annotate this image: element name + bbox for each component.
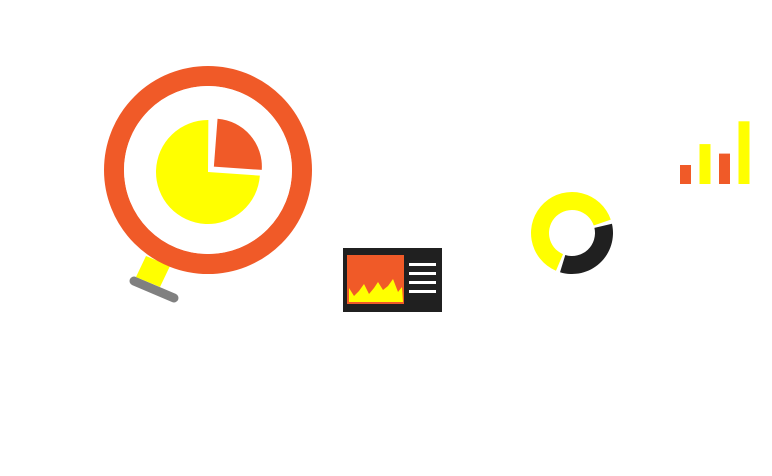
bar [699,144,711,184]
bar [680,165,691,184]
magnifier-grip [129,276,179,303]
pie-slice [213,118,262,170]
donut-segment [560,223,613,274]
bar-chart-icon [680,121,750,184]
bar [719,153,730,184]
monitor-area-chart [349,279,403,302]
monitor-text-line [409,272,436,275]
magnifier-pie-chart-icon [104,66,312,303]
monitor-text-line [409,281,436,284]
bar [738,121,750,184]
magnifier-handle [136,256,170,287]
monitor-dashboard-icon [343,248,442,312]
magnifier-ring [104,66,312,274]
monitor-text-line [409,263,436,266]
monitor-text-line [409,290,436,293]
pie-chart [155,118,262,225]
donut-segment [530,191,611,271]
pie-slice [155,119,260,225]
donut-chart-icon [530,191,613,274]
